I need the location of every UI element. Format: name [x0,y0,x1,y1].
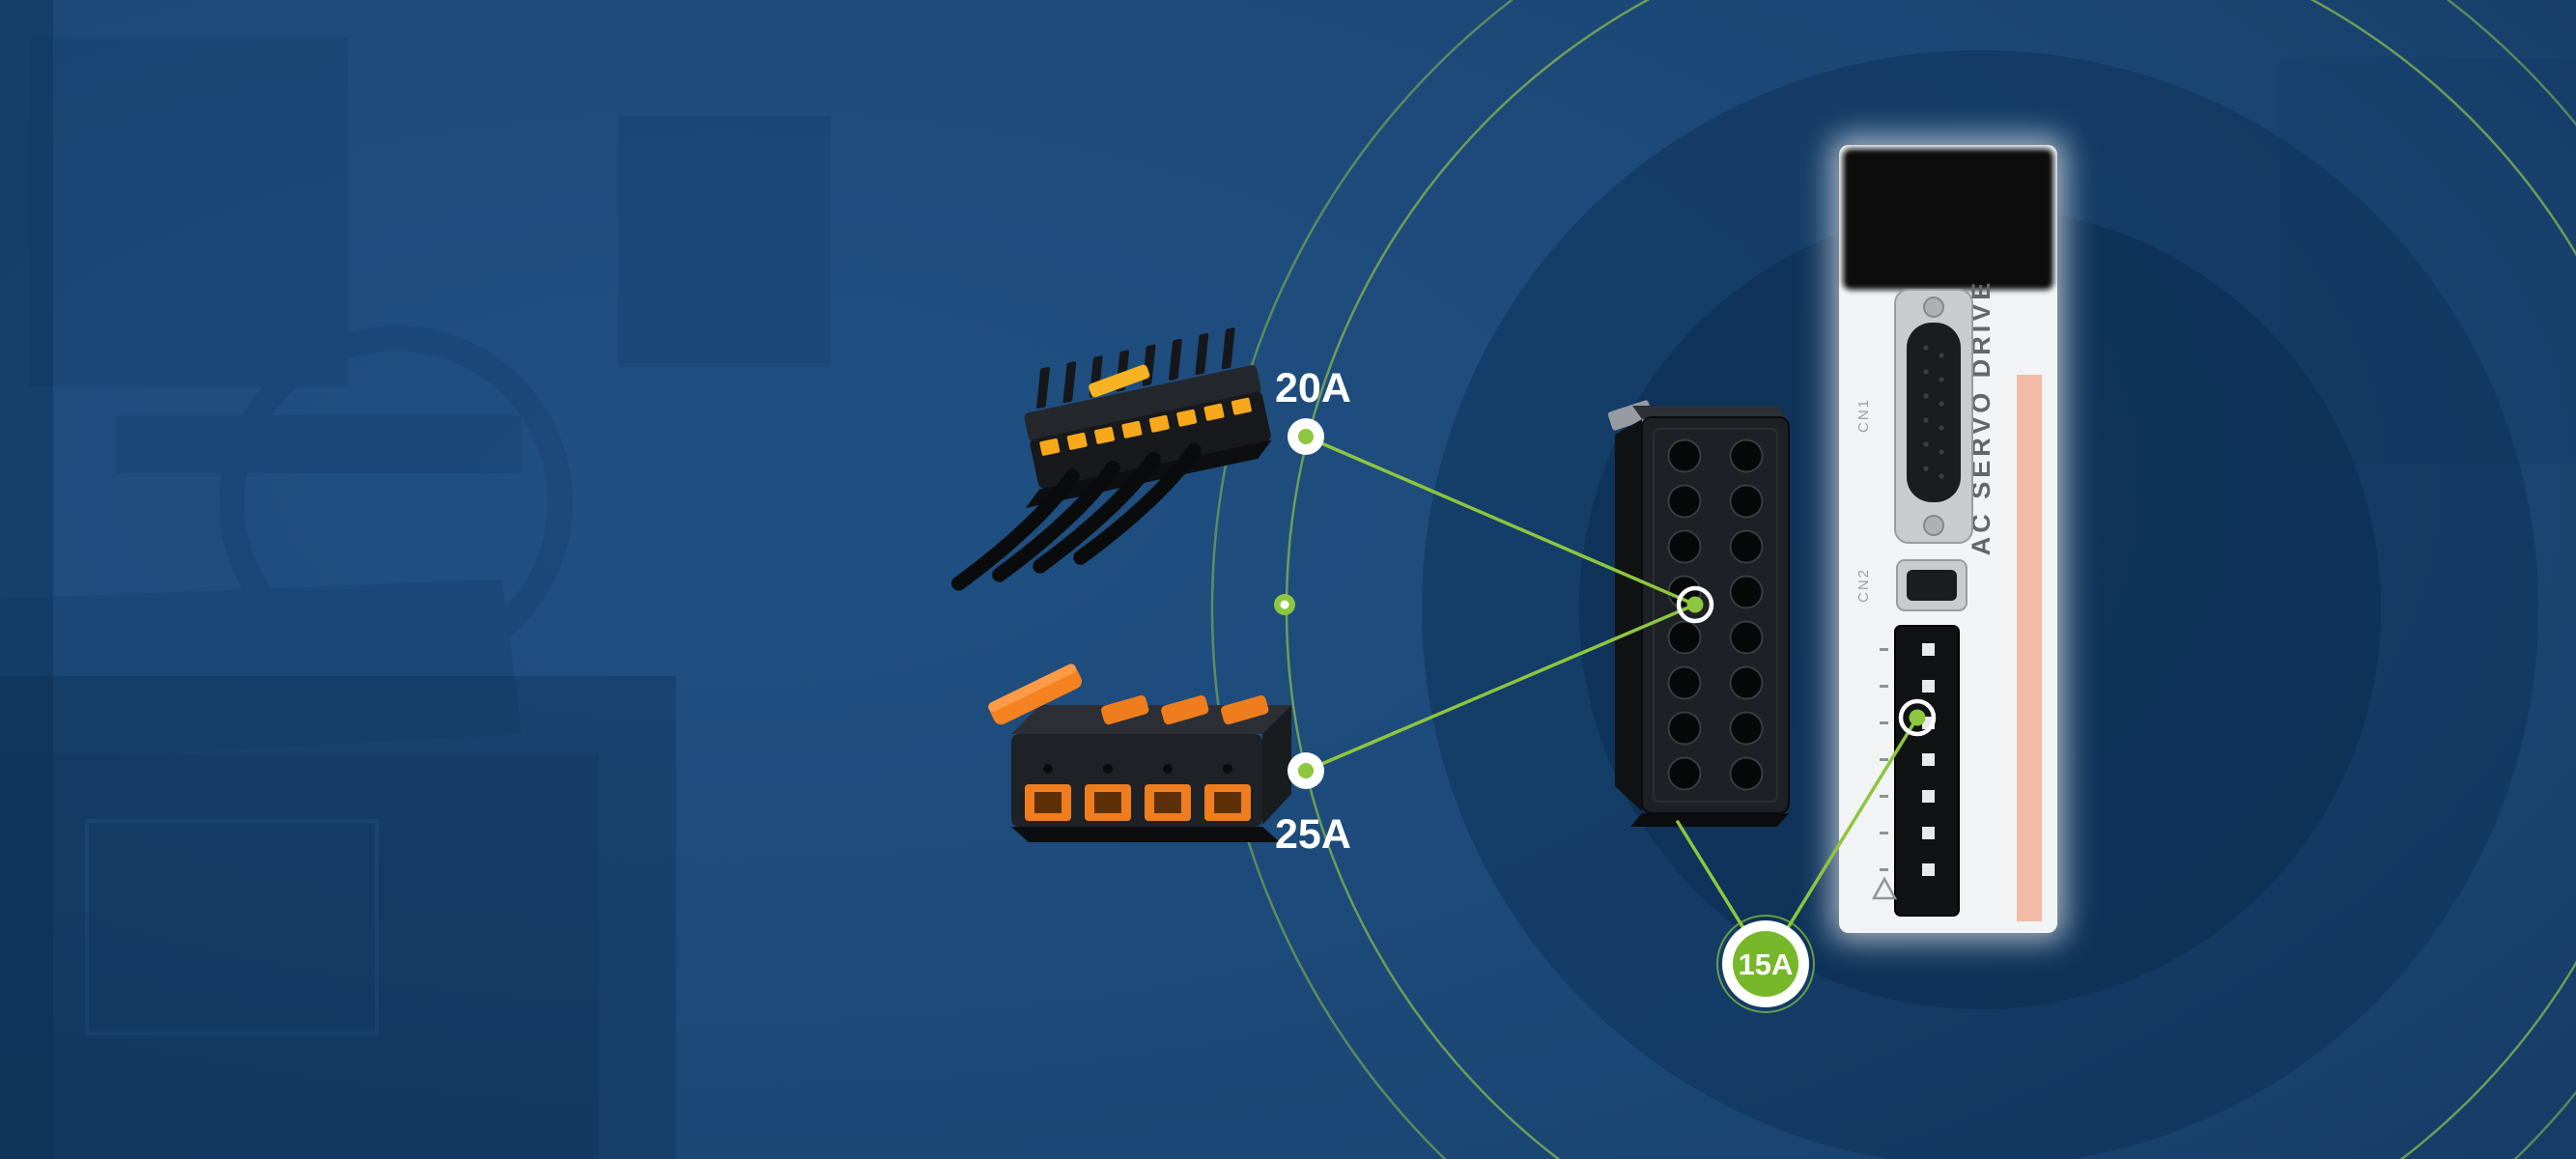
port-label-cn2: CN2 [1855,568,1872,603]
rating-label-25a: 25A [1275,811,1351,858]
dsub-pins [1923,345,1944,479]
terminal-pins [1922,643,1935,876]
callout-marker-mid [1274,594,1295,615]
push-in-connector-with-wires [951,327,1272,591]
orange-lever-raised [988,664,1083,725]
rating-label-20a: 20A [1275,365,1351,411]
dsub-connector-cn1 [1894,289,1973,544]
background-shade-left-edge [0,0,53,1159]
connector-upper-housing [1024,365,1261,441]
screw-post [1923,515,1944,536]
orange-levers [1101,694,1269,725]
block-front-face [1641,416,1790,814]
drive-accent-stripe [2017,375,2042,921]
terminal-block [1607,400,1790,827]
callout-marker-20a [1288,418,1324,455]
small-connector-cn2 [1896,559,1967,611]
drive-top-cap [1843,149,2053,290]
warning-icon [1871,876,1898,900]
block-side-face [1615,419,1642,811]
background-shade-bottom-left [0,676,676,1159]
connector-latch [1089,364,1150,398]
terminal-holes [1667,438,1764,791]
marker-on-servo-drive [1898,698,1937,737]
screw-post [1923,297,1944,318]
lever-connector [988,664,1291,842]
badge-label: 15A [1739,947,1794,981]
port-label-cn1: CN1 [1855,398,1872,433]
background-texture [0,39,2576,1159]
wires [951,442,1202,591]
wire-release-pushers [1039,397,1252,456]
block-bottom-face [1630,813,1789,827]
line-25a-to-block [1304,603,1697,773]
marker-on-terminal-block [1676,585,1714,624]
block-top-face [1632,406,1787,419]
line-20a-to-block [1304,435,1697,607]
rating-badge-15a: 15A [1716,915,1815,1013]
connector-underside [1011,827,1280,842]
badge-outer-ring [1716,915,1815,1013]
wire-entry-windows [1025,784,1251,821]
test-points [1043,764,1232,774]
connector-side-face [1262,705,1291,825]
ac-servo-drive: AC SERVO DRIVE CN1 CN2 [1831,137,2065,941]
terminal-label-marks [1880,648,1888,871]
badge-green-disc [1733,931,1798,997]
outer-orbit-circle [1210,0,2576,1159]
power-terminal-strip [1880,625,1960,917]
block-panel-line [1653,428,1778,803]
callout-marker-25a [1288,752,1324,789]
connector-body [1011,734,1262,827]
